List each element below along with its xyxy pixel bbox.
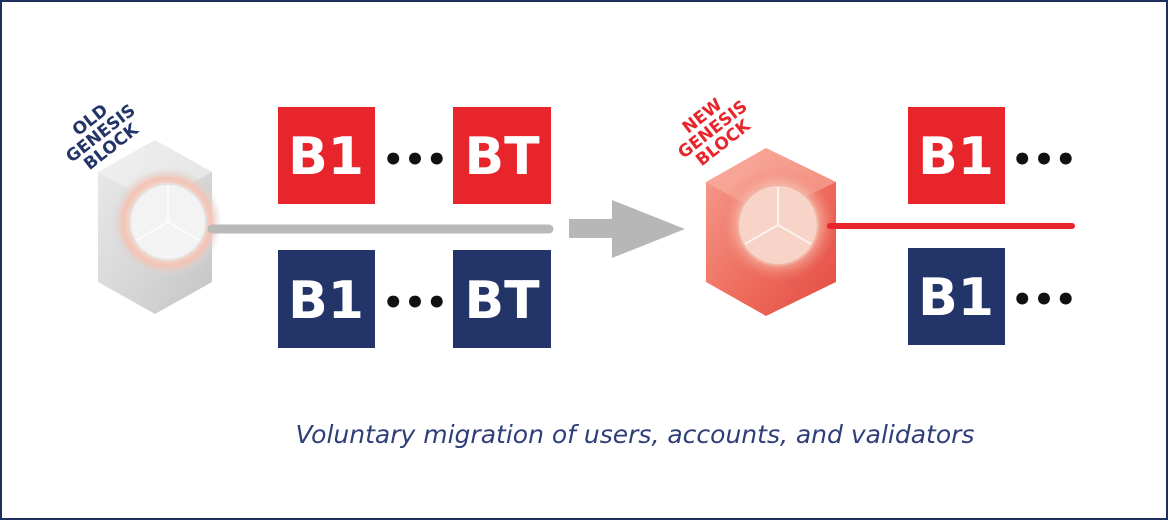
old-bottom-block-last-label: BT: [464, 271, 540, 331]
new-bottom-block-first-label: B1: [918, 268, 994, 328]
old-bottom-block-first: [278, 250, 375, 348]
old-bottom-block-first-label: B1: [288, 271, 364, 331]
old-bottom-ellipsis: •••: [382, 283, 447, 323]
new-chain-bottom-row: B1 •••: [908, 248, 1077, 345]
new-top-block-first-label: B1: [918, 127, 994, 187]
old-genesis-block: [98, 140, 222, 314]
diagram-caption: Voluntary migration of users, accounts, …: [295, 420, 975, 449]
old-top-block-last-label: BT: [464, 127, 540, 187]
old-top-block-last: [453, 107, 551, 204]
old-top-block-first-label: B1: [288, 127, 364, 187]
new-genesis-block: [706, 148, 836, 316]
old-top-block-first: [278, 107, 375, 204]
new-bottom-ellipsis: •••: [1011, 280, 1076, 320]
old-top-ellipsis: •••: [382, 140, 447, 180]
new-top-block-first: [908, 107, 1005, 204]
old-chain-top-row: B1 ••• BT: [278, 107, 551, 204]
new-top-ellipsis: •••: [1011, 140, 1076, 180]
new-bottom-block-first: [908, 248, 1005, 345]
migration-arrow-icon: [569, 200, 685, 258]
old-chain-bottom-row: B1 ••• BT: [278, 250, 551, 348]
old-bottom-block-last: [453, 250, 551, 348]
new-chain-top-row: B1 •••: [908, 107, 1077, 204]
